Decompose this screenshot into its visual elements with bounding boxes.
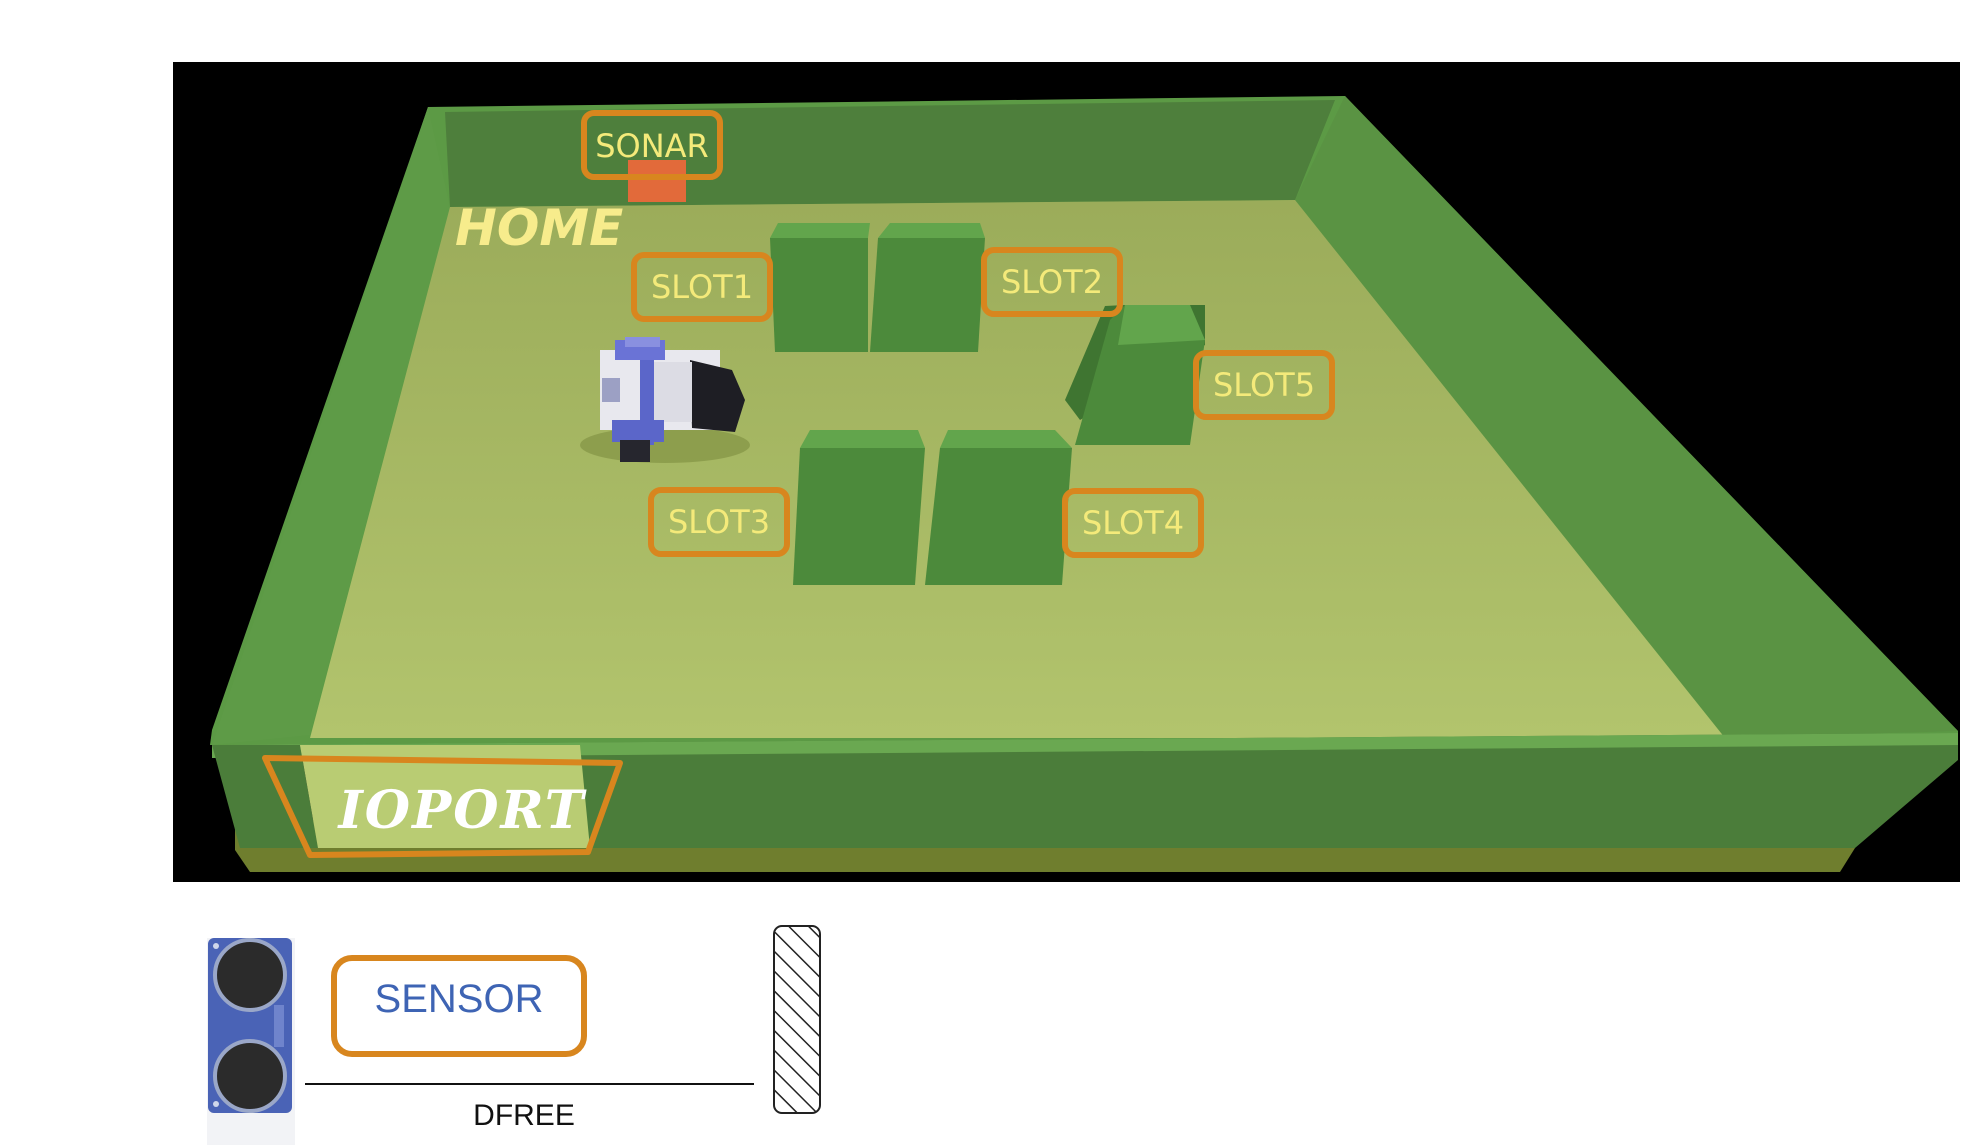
far-wall [445, 100, 1335, 207]
ioport-label: IOPORT [336, 780, 586, 841]
slot1-label-box: SLOT1 [631, 252, 773, 322]
sonar-label-box: SONAR [581, 110, 723, 180]
slot2-label-box: SLOT2 [981, 247, 1123, 317]
left-wall [212, 107, 450, 745]
slot2-label: SLOT2 [1001, 263, 1103, 301]
ioport-label-box: IOPORT [262, 755, 623, 858]
ioport-opening [300, 745, 590, 848]
slot3-label: SLOT3 [668, 503, 770, 541]
right-wall [1295, 96, 1958, 738]
obstacle-box-5 [1065, 305, 1205, 445]
home-label: HOME [455, 199, 623, 257]
sonar-label: SONAR [595, 127, 709, 165]
obstacle-box-2 [870, 223, 985, 352]
robot [580, 337, 750, 463]
slot1-label: SLOT1 [651, 268, 753, 306]
slot5-label: SLOT5 [1213, 366, 1315, 404]
sensor-label-box: SENSOR [331, 955, 587, 1057]
ultrasonic-sensor-icon [207, 938, 295, 1145]
sensor-label: SENSOR [375, 977, 544, 1021]
slot4-label-box: SLOT4 [1062, 488, 1204, 558]
dfree-label: DFREE [473, 1099, 575, 1132]
obstacle-box-3 [793, 430, 925, 585]
sonar-marker [628, 160, 686, 202]
front-wall-top [212, 733, 1958, 758]
front-wall [212, 733, 1958, 848]
slot3-label-box: SLOT3 [648, 487, 790, 557]
slot4-label: SLOT4 [1082, 504, 1184, 542]
obstacle-box-1 [770, 223, 870, 352]
obstacle-wall-icon [773, 925, 821, 1114]
slot5-label-box: SLOT5 [1193, 350, 1335, 420]
obstacle-box-4 [925, 430, 1072, 585]
